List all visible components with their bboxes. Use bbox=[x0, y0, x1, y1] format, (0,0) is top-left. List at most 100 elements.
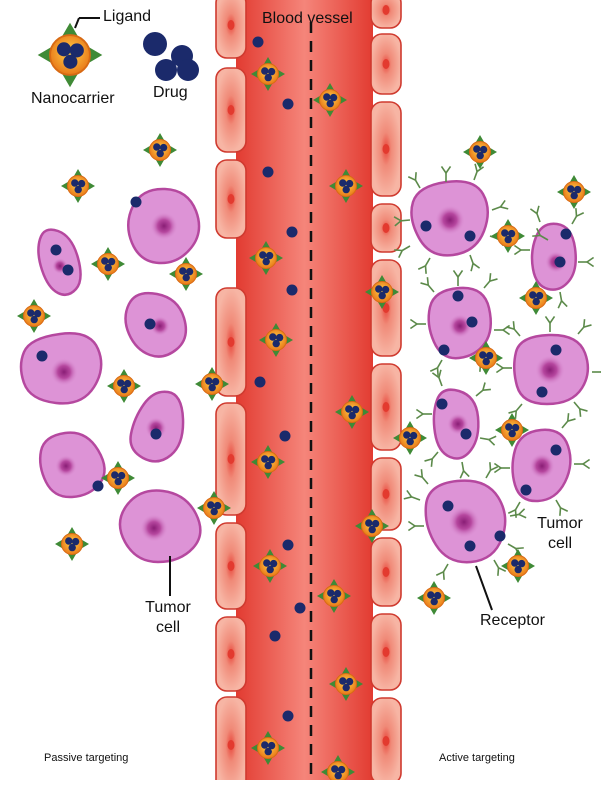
receptor-arm bbox=[516, 510, 517, 518]
receptor-arm bbox=[537, 206, 539, 214]
receptor-active-tumor-cell-7-8 bbox=[404, 490, 420, 500]
nanocarrier-5 bbox=[17, 299, 51, 333]
vessel-wall-left-cell-3 bbox=[216, 160, 246, 238]
receptor-pointer bbox=[476, 566, 492, 610]
nanocarrier-drug bbox=[505, 236, 512, 243]
endothelial-nucleus bbox=[228, 740, 235, 750]
nanocarrier-drug bbox=[365, 519, 372, 526]
receptor-arm bbox=[509, 411, 517, 413]
drug-molecule-5 bbox=[287, 285, 298, 296]
vessel-wall-left-cell-7 bbox=[216, 617, 246, 691]
receptor-arm bbox=[416, 409, 423, 414]
endothelial-nucleus bbox=[228, 649, 235, 659]
receptor-arm bbox=[460, 471, 463, 478]
nanocarrier-drug bbox=[407, 438, 414, 445]
receptor-active-tumor-cell-3-7 bbox=[453, 270, 462, 286]
vessel-wall-left-cell-6 bbox=[216, 523, 246, 609]
drug-molecule-13 bbox=[51, 245, 62, 256]
receptor-stem bbox=[412, 497, 420, 500]
drug-molecule-27 bbox=[537, 387, 548, 398]
vessel-wall-right-cell-3 bbox=[371, 102, 401, 196]
vessel-wall-right-cell-8 bbox=[371, 538, 401, 606]
endothelial-nucleus bbox=[228, 337, 235, 347]
drug-molecule-11 bbox=[283, 711, 294, 722]
receptor-arm bbox=[550, 316, 555, 323]
passive-tumor-cell-5 bbox=[131, 392, 184, 462]
receptor-active-tumor-cell-7-1 bbox=[415, 469, 428, 484]
endothelial-nucleus bbox=[228, 20, 235, 30]
receptor-arm bbox=[499, 568, 506, 571]
nanocarrier-8 bbox=[101, 461, 135, 495]
receptor-active-tumor-cell-1-3 bbox=[492, 200, 508, 210]
vessel-wall-right-cell-4 bbox=[371, 204, 401, 252]
nanocarrier-drug bbox=[263, 258, 270, 265]
receptor-stem bbox=[402, 246, 410, 251]
drug-molecule-16 bbox=[37, 351, 48, 362]
receptor-arm bbox=[514, 245, 521, 250]
receptor-arm bbox=[421, 469, 422, 477]
drug-molecule-3 bbox=[263, 167, 274, 178]
receptor-arm bbox=[558, 301, 561, 308]
ligand-label: Ligand bbox=[103, 8, 151, 26]
receptor-active-tumor-cell-7-6 bbox=[436, 564, 448, 580]
receptor-arm bbox=[483, 389, 491, 390]
nanocarrier-drug bbox=[101, 257, 108, 264]
receptor-stem bbox=[462, 462, 464, 471]
receptor-stem bbox=[426, 258, 431, 266]
nanocarrier-drug bbox=[473, 145, 480, 152]
receptor-arm bbox=[483, 383, 485, 391]
drug-molecule-10 bbox=[270, 631, 281, 642]
receptor-active-tumor-cell-7-3 bbox=[510, 509, 526, 518]
nanocarrier-drug bbox=[183, 274, 190, 281]
receptor-active-tumor-cell-2-2 bbox=[572, 208, 584, 224]
tumor-cell-label-left-line1: Tumor bbox=[138, 598, 198, 618]
cell-nucleus bbox=[535, 355, 565, 385]
receptor-arm bbox=[416, 172, 417, 180]
receptor-arm bbox=[471, 263, 473, 271]
endothelial-cell-body bbox=[216, 697, 246, 780]
receptor-active-tumor-cell-1-9 bbox=[441, 166, 450, 182]
receptor-stem bbox=[510, 514, 519, 516]
receptor-arm bbox=[584, 325, 592, 327]
nanocarrier-drug bbox=[207, 501, 214, 508]
legend-drug-1 bbox=[143, 32, 167, 56]
receptor-active-tumor-cell-4-4 bbox=[574, 402, 587, 417]
receptor-active-tumor-cell-4-6 bbox=[496, 363, 512, 372]
endothelial-nucleus bbox=[383, 59, 390, 69]
endothelial-nucleus bbox=[383, 567, 390, 577]
nanocarrier-drug bbox=[273, 340, 280, 347]
receptor-arm bbox=[425, 459, 433, 461]
receptor-arm bbox=[561, 508, 568, 511]
nanocarrier-drug bbox=[265, 462, 272, 469]
nanocarrier-drug bbox=[567, 185, 574, 192]
nanocarrier-drug bbox=[267, 566, 274, 573]
receptor-arm bbox=[568, 413, 569, 421]
endothelial-nucleus bbox=[383, 5, 390, 15]
receptor-arm bbox=[438, 368, 439, 376]
receptor-active-tumor-cell-6-3 bbox=[574, 459, 590, 468]
receptor-arm bbox=[394, 250, 402, 251]
drug-molecule-20 bbox=[465, 231, 476, 242]
receptor-arm bbox=[399, 251, 402, 258]
receptor-arm bbox=[415, 475, 423, 477]
receptor-arm bbox=[490, 273, 491, 281]
receptor-stem bbox=[480, 438, 489, 440]
nanocarrier-drug bbox=[265, 748, 272, 755]
drug-molecule-18 bbox=[93, 481, 104, 492]
drug-molecule-12 bbox=[131, 197, 142, 208]
vessel-wall-left-cell-1 bbox=[216, 0, 246, 58]
receptor-arm bbox=[426, 266, 427, 274]
endothelial-nucleus bbox=[228, 454, 235, 464]
endothelial-nucleus bbox=[228, 561, 235, 571]
receptor-stem bbox=[494, 560, 499, 568]
nanocarrier-drug bbox=[343, 684, 350, 691]
tumor-cell-label-left-line2: cell bbox=[138, 618, 198, 638]
nanocarrier-drug bbox=[345, 405, 352, 412]
receptor-arm bbox=[453, 270, 458, 277]
receptor-arm bbox=[516, 548, 524, 549]
passive-targeting-label: Passive targeting bbox=[44, 752, 128, 764]
blood-vessel-label: Blood vessel bbox=[262, 10, 353, 28]
receptor-active-tumor-cell-4-3 bbox=[592, 367, 601, 376]
vessel-wall-right-cell-1 bbox=[371, 0, 401, 28]
nanocarrier-drug bbox=[105, 264, 112, 271]
